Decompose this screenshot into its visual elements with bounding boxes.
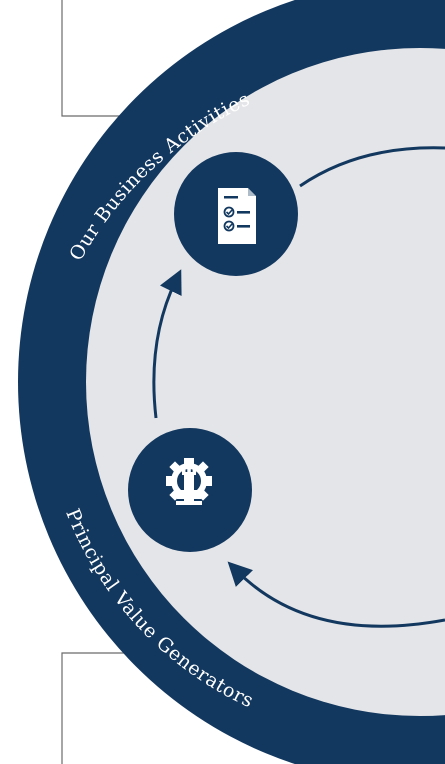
node-value-generators bbox=[128, 428, 252, 552]
gear-chess-rook-icon bbox=[166, 458, 212, 505]
cycle-arc-top bbox=[299, 146, 445, 188]
node-business-activities bbox=[174, 152, 298, 276]
top-connector-line bbox=[61, 0, 132, 117]
cycle-arrow-up bbox=[152, 269, 182, 419]
checklist-document-icon bbox=[218, 188, 256, 244]
cycle-arrow-bottom bbox=[227, 561, 445, 628]
bottom-connector-line bbox=[61, 652, 132, 764]
